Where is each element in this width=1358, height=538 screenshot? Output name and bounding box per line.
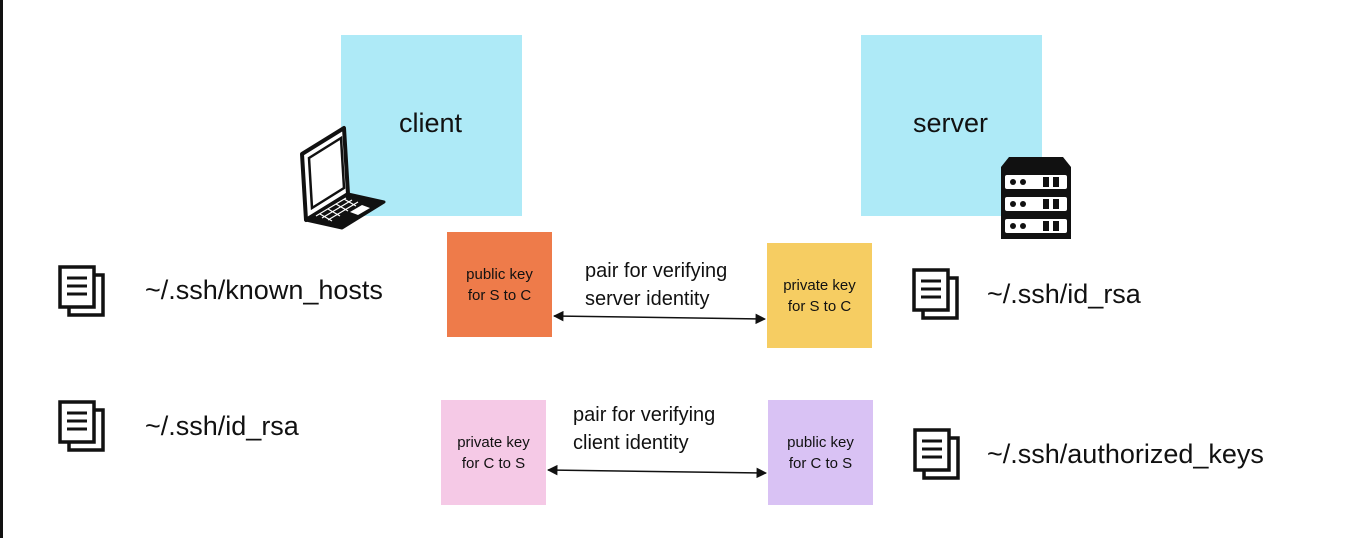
laptop-icon xyxy=(296,124,388,232)
server-id-rsa-path: ~/.ssh/id_rsa xyxy=(987,279,1141,309)
client-box: client xyxy=(341,35,522,216)
client-label: client xyxy=(398,108,463,138)
public-key-c-to-s: public key for C to S xyxy=(768,400,873,505)
frame-left-edge xyxy=(0,0,3,538)
private-key-c-to-s: private key for C to S xyxy=(441,400,546,505)
document-icon xyxy=(911,268,961,320)
server-authorized-keys-path: ~/.ssh/authorized_keys xyxy=(987,439,1264,469)
server-label: server xyxy=(912,108,988,138)
private-key-s-to-c-label: private key for S to C xyxy=(783,276,856,315)
server-rack-icon xyxy=(999,155,1073,241)
server-identity-arrow xyxy=(552,310,767,325)
public-key-c-to-s-label: public key for C to S xyxy=(787,433,854,472)
document-icon xyxy=(912,428,962,480)
private-key-c-to-s-label: private key for C to S xyxy=(457,433,530,472)
client-known-hosts-path: ~/.ssh/known_hosts xyxy=(145,275,383,305)
client-identity-arrow xyxy=(546,464,768,479)
document-icon xyxy=(57,265,107,317)
document-icon xyxy=(57,400,107,452)
client-identity-pair-label: pair for verifying client identity xyxy=(573,404,716,454)
server-identity-pair-label: pair for verifying server identity xyxy=(585,260,728,310)
public-key-s-to-c-label: public key for S to C xyxy=(466,265,533,304)
client-id-rsa-path: ~/.ssh/id_rsa xyxy=(145,411,299,441)
private-key-s-to-c: private key for S to C xyxy=(767,243,872,348)
public-key-s-to-c: public key for S to C xyxy=(447,232,552,337)
